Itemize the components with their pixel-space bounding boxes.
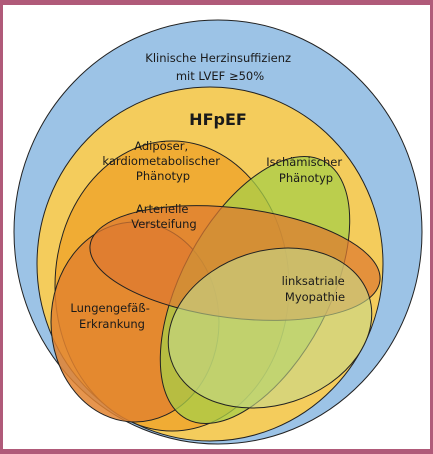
linksatrial-ellipse — [167, 247, 373, 409]
hfpef-label: HFpEF — [189, 110, 247, 129]
adipoes-label: Adipöser, kardiometabolischer Phänotyp — [102, 139, 223, 183]
lungengefaess-label: Lungengefäß- Erkrankung — [70, 301, 153, 331]
ischaemisch-label: Ischämischer Phänotyp — [266, 155, 346, 185]
linksatrial-label: linksatriale Myopathie — [282, 274, 349, 304]
outer-label: Klinische Herzinsuffizienz mit LVEF ≥50% — [145, 51, 294, 83]
arteriell-label: Arterielle Versteifung — [131, 202, 196, 231]
